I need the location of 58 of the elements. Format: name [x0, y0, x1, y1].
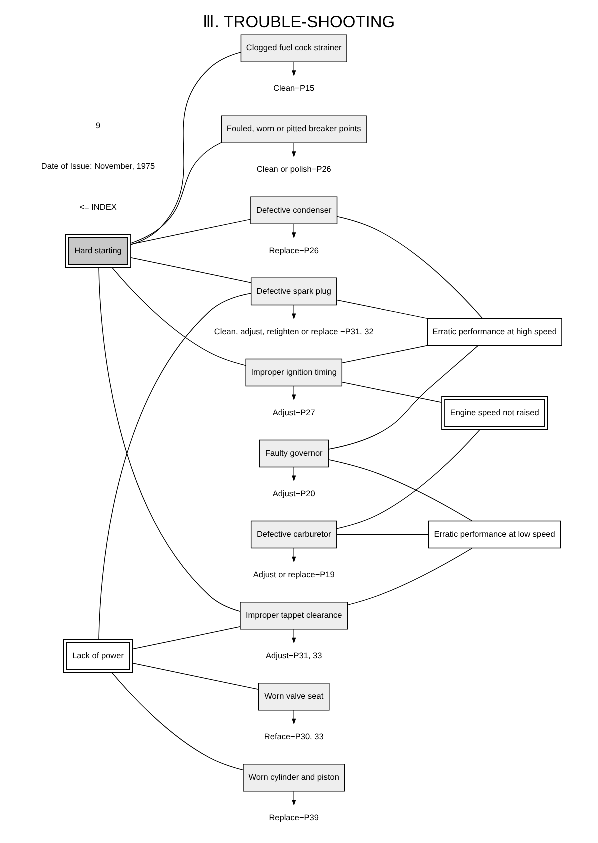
- connector: [112, 267, 246, 366]
- node-box: Improper tappet clearance: [240, 602, 348, 630]
- node-box: Erratic performance at high speed: [427, 318, 562, 346]
- node-text: Clean, adjust, retighten or replace −P31, 32: [214, 327, 374, 336]
- node-box: Worn valve seat: [258, 683, 330, 711]
- connector: [98, 267, 241, 612]
- arrow: [292, 467, 296, 482]
- connector: [130, 52, 242, 246]
- node-box: Fouled, worn or pitted breaker points: [221, 116, 367, 144]
- node-box: Clogged fuel cock strainer: [240, 34, 348, 62]
- arrow: [292, 548, 296, 563]
- arrow: [292, 304, 296, 320]
- arrow: [292, 386, 296, 401]
- connector: [336, 300, 428, 320]
- node-box: Erratic performance at low speed: [428, 520, 562, 549]
- node-box: Lack of power: [63, 639, 134, 674]
- node-box: Defective carburetor: [250, 520, 338, 549]
- node-text: Adjust−P31, 33: [266, 651, 322, 660]
- connector: [328, 346, 479, 450]
- node-box: Improper ignition timing: [246, 358, 343, 387]
- node-text: Replace−P39: [269, 814, 320, 823]
- arrow: [292, 62, 296, 77]
- connector: [328, 460, 473, 522]
- node-text: Adjust or replace−P19: [253, 570, 335, 580]
- connector: [112, 672, 244, 771]
- node-box: Defective spark plug: [250, 278, 338, 306]
- node-box: Worn cylinder and piston: [243, 764, 346, 792]
- connector: [132, 626, 241, 650]
- connector: [342, 382, 442, 403]
- node-box: Defective condenser: [250, 196, 338, 225]
- arrow: [292, 629, 296, 644]
- node-text: Adjust−P20: [272, 489, 316, 498]
- connector: [342, 345, 428, 364]
- arrow: [292, 791, 296, 806]
- label: Date of Issue: November, 1975: [41, 162, 156, 172]
- connector: [130, 219, 252, 245]
- node-text: Replace−P26: [269, 246, 320, 256]
- node-box: Faulty governor: [259, 440, 330, 468]
- connector: [336, 429, 480, 530]
- connector: [336, 216, 483, 319]
- node-text: Clean or polish−P26: [256, 165, 332, 174]
- diagram-title: Ⅲ. TROUBLE-SHOOTING: [202, 13, 396, 32]
- node-text: Adjust−P27: [272, 408, 316, 418]
- connector: [348, 548, 473, 606]
- connector: [336, 534, 430, 536]
- connector: [130, 258, 252, 284]
- node-text: Reface−P30, 33: [264, 732, 324, 742]
- arrow: [292, 142, 296, 158]
- connector: [130, 142, 222, 244]
- connector: [98, 293, 252, 640]
- arrow: [292, 224, 296, 239]
- node-box: Engine speed not raised: [442, 396, 548, 430]
- arrow: [292, 710, 296, 725]
- node-box: Hard starting: [65, 234, 132, 268]
- label: 9: [96, 122, 101, 131]
- connector: [132, 663, 259, 690]
- label: <= INDEX: [80, 202, 117, 212]
- node-text: Clean−P15: [274, 84, 315, 94]
